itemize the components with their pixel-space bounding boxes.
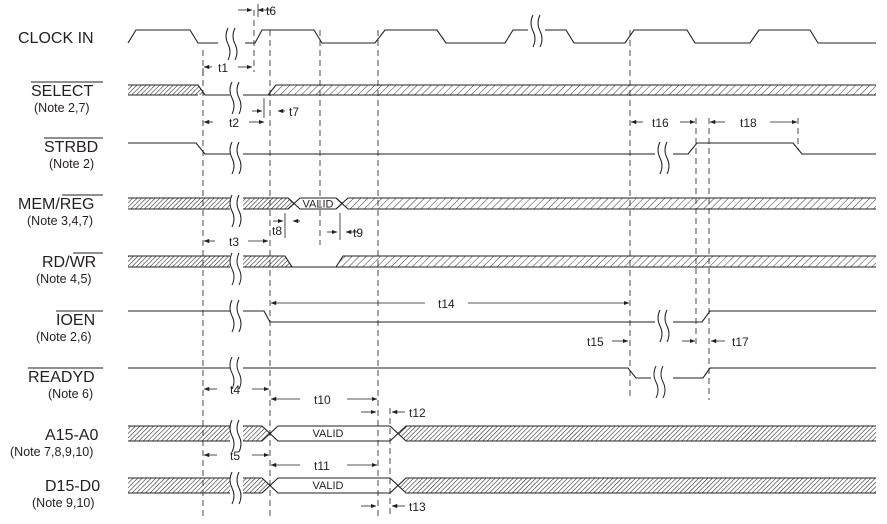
t9-label: t9 [353, 226, 363, 240]
d15-d0-label: D15-D0 [45, 478, 100, 495]
t5-label: t5 [230, 449, 240, 463]
readyd-note: (Note 6) [48, 387, 93, 401]
rd-wr-label-rd: RD/ [42, 254, 70, 271]
clock-in-waveform [127, 29, 876, 44]
t15-label: t15 [587, 335, 604, 349]
a15-a0-note: (Note 7,8,9,10) [10, 445, 93, 459]
t12-label: t12 [409, 406, 426, 420]
select-waveform [128, 84, 876, 96]
readyd-label: READYD [28, 369, 95, 386]
t14-label: t14 [438, 297, 455, 311]
a15-a0-waveform: VALID [128, 425, 876, 442]
mem-reg-label-reg: REG [60, 196, 95, 213]
select-label: SELECT [31, 83, 93, 100]
t13-label: t13 [409, 500, 426, 514]
ioen-waveform [128, 310, 876, 323]
t6-label: t6 [266, 4, 276, 18]
strbd-waveform [128, 142, 876, 155]
strbd-note: (Note 2) [49, 157, 94, 171]
t4-label: t4 [230, 383, 240, 397]
d15-d0-note: (Note 9,10) [32, 496, 95, 510]
mem-reg-note: (Note 3,4,7) [27, 214, 93, 228]
mem-reg-valid-label: VALID [303, 199, 334, 211]
d15-d0-valid-label: VALID [313, 480, 344, 492]
clock-in-label: CLOCK IN [18, 30, 94, 47]
t18-label: t18 [740, 116, 757, 130]
mem-reg-label-mem: MEM/ [18, 196, 60, 213]
a15-a0-label: A15-A0 [45, 427, 98, 444]
strbd-label: STRBD [44, 139, 98, 156]
rd-wr-label: RD/WR [42, 254, 96, 271]
readyd-waveform [128, 367, 876, 379]
timing-dimensions: t6 t1 t2 t7 t16 t18 t8 t9 [202, 4, 798, 514]
d15-d0-waveform: VALID [128, 477, 876, 494]
rd-wr-label-wr: WR [70, 254, 97, 271]
t8-label: t8 [272, 224, 282, 238]
break-marks [225, 14, 670, 505]
ioen-note: (Note 2,6) [36, 330, 92, 344]
rd-wr-note: (Note 4,5) [36, 272, 92, 286]
t2-label: t2 [229, 116, 239, 130]
mem-reg-label: MEM/REG [18, 196, 94, 213]
waveforms: VALID [127, 29, 876, 494]
mem-reg-waveform: VALID [128, 197, 876, 211]
guide-lines [202, 10, 799, 516]
ioen-label: IOEN [56, 312, 95, 329]
t10-label: t10 [314, 393, 331, 407]
a15-a0-valid-label: VALID [313, 428, 344, 440]
select-note: (Note 2,7) [34, 101, 90, 115]
t11-label: t11 [314, 459, 330, 473]
t3-label: t3 [229, 235, 239, 249]
signal-labels: CLOCK IN SELECT (Note 2,7) STRBD (Note 2… [10, 30, 103, 510]
t7-label: t7 [289, 105, 299, 119]
rd-wr-waveform [128, 255, 876, 268]
t16-label: t16 [652, 116, 669, 130]
t17-label: t17 [732, 335, 749, 349]
t1-label: t1 [218, 61, 228, 75]
